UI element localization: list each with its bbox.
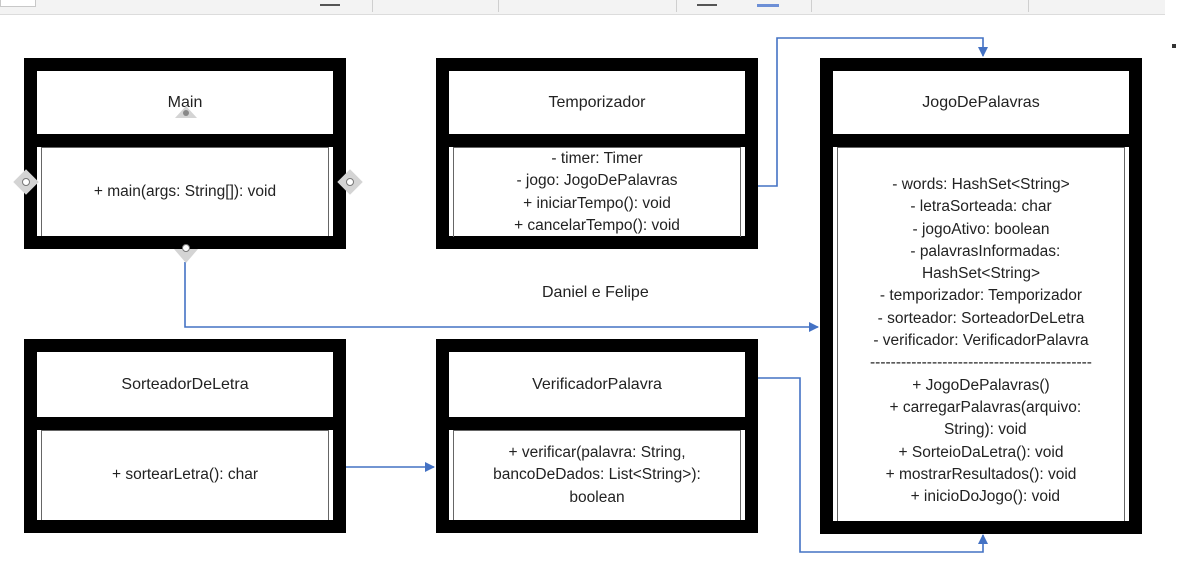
class-header: Main <box>37 71 333 147</box>
member: + inicioDoJogo(): void <box>901 488 1061 506</box>
class-header: Temporizador <box>449 71 745 147</box>
class-main[interactable]: Main + main(args: String[]): void <box>24 58 346 249</box>
connector-temporizador-to-jogo[interactable] <box>758 37 988 187</box>
member-separator: ----------------------------------------… <box>870 354 1092 372</box>
member: - letraSorteada: char <box>910 198 1052 216</box>
connection-point-right[interactable] <box>346 178 354 186</box>
toolbar-strip <box>0 0 1165 15</box>
toolbar-separator <box>372 0 373 12</box>
member: - palavrasInformadas: <box>901 242 1061 260</box>
member: + JogoDePalavras() <box>912 376 1050 394</box>
member: - words: HashSet<String> <box>892 176 1070 193</box>
class-header: SorteadorDeLetra <box>37 352 333 430</box>
member: + mostrarResultados(): void <box>885 465 1077 483</box>
toolbar-separator <box>498 0 499 12</box>
member: - timer: Timer <box>551 150 643 167</box>
member: - sorteador: SorteadorDeLetra <box>877 309 1085 327</box>
member: + cancelarTempo(): void <box>514 216 680 234</box>
connection-handle-top[interactable] <box>175 104 197 118</box>
class-header: JogoDePalavras <box>833 71 1129 147</box>
class-members: - words: HashSet<String> - letraSorteada… <box>837 147 1125 521</box>
member: HashSet<String> <box>921 265 1041 283</box>
class-jogodepalavras[interactable]: JogoDePalavras - words: HashSet<String> … <box>820 58 1142 534</box>
member: + SorteioDaLetra(): void <box>898 443 1064 461</box>
member: - verificador: VerificadorPalavra <box>873 332 1089 350</box>
member: bancoDeDados: List<String>): <box>493 466 701 484</box>
member: + carregarPalavras(arquivo: <box>880 398 1082 416</box>
member: + iniciarTempo(): void <box>523 194 671 212</box>
member: boolean <box>569 488 625 506</box>
member: - jogo: JogoDePalavras <box>516 172 678 190</box>
class-members: + main(args: String[]): void <box>41 147 329 236</box>
member: String): void <box>935 421 1027 439</box>
connection-point-left[interactable] <box>22 178 30 186</box>
member: - temporizador: Temporizador <box>879 287 1083 305</box>
connection-handle-bottom[interactable] <box>174 243 198 263</box>
member: - jogoAtivo: boolean <box>912 220 1050 238</box>
class-members: + verificar(palavra: String, bancoDeDado… <box>453 430 741 520</box>
class-header: VerificadorPalavra <box>449 352 745 430</box>
toolbar-separator <box>1028 0 1029 12</box>
connector-main-to-jogo[interactable] <box>184 262 819 332</box>
class-sorteadordeletra[interactable]: SorteadorDeLetra + sortearLetra(): char <box>24 339 346 533</box>
toolbar-separator <box>811 0 812 12</box>
scroll-marker <box>1172 44 1176 48</box>
toolbar-tick <box>697 4 717 6</box>
member: + main(args: String[]): void <box>93 182 277 200</box>
member: + sortearLetra(): char <box>111 466 259 484</box>
toolbar-active-indicator <box>757 4 779 7</box>
connector-verificador-to-jogo[interactable] <box>758 377 988 553</box>
class-members: + sortearLetra(): char <box>41 430 329 520</box>
class-temporizador[interactable]: Temporizador - timer: Timer - jogo: Jogo… <box>436 58 758 249</box>
toolbar-tick <box>320 4 340 6</box>
authors-caption: Daniel e Felipe <box>542 284 649 301</box>
class-members: - timer: Timer - jogo: JogoDePalavras + … <box>453 147 741 238</box>
toolbar-separator <box>676 0 677 12</box>
class-verificadorpalavra[interactable]: VerificadorPalavra + verificar(palavra: … <box>436 339 758 533</box>
toolbar-stub <box>0 0 36 7</box>
member: + verificar(palavra: String, <box>508 444 686 462</box>
